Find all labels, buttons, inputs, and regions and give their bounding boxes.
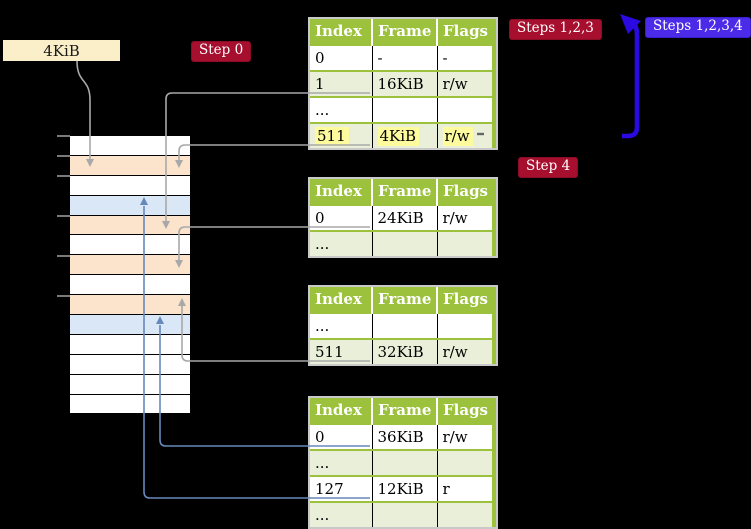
step4-badge: Step 4 <box>518 157 579 178</box>
table-cell: r/w <box>437 423 496 450</box>
table-cell: 12KiB <box>372 475 438 502</box>
memory-frame-row-orange <box>70 295 190 315</box>
table-cell <box>372 501 438 527</box>
memory-tick-marks <box>57 135 70 297</box>
table-cell: 511 <box>310 338 373 364</box>
table-cell: 16KiB <box>372 70 438 97</box>
thick-loopback-arrow <box>620 14 641 139</box>
table-cell: r/w <box>437 122 496 148</box>
column-header: Flags <box>437 179 496 205</box>
table-cell <box>372 230 438 256</box>
column-header: Frame <box>372 287 438 313</box>
table-cell: 511 <box>310 122 373 148</box>
highlighted-value: r/w <box>442 127 473 146</box>
table-cell: 127 <box>310 475 373 502</box>
table-cell: - <box>437 44 496 71</box>
table-cell: ... <box>310 230 373 256</box>
table-cell: r/w <box>437 204 496 231</box>
table-cell: 24KiB <box>372 204 438 231</box>
table-cell: 4KiB <box>372 122 438 148</box>
column-header: Index <box>310 398 373 424</box>
physical-memory-column <box>70 136 190 414</box>
steps-1234-badge: Steps 1,2,3,4 <box>645 17 751 38</box>
memory-frame-row-white <box>70 175 190 195</box>
table-cell <box>372 312 438 339</box>
table-cell: r/w <box>437 70 496 97</box>
table-cell: r <box>437 475 496 502</box>
memory-frame-row-white <box>70 275 190 295</box>
memory-frame-row-white <box>70 334 190 354</box>
table-cell: - <box>372 44 438 71</box>
table-row: ... <box>310 96 496 123</box>
step0-badge: Step 0 <box>191 41 252 62</box>
table-row: 511 4KiB r/w <box>310 122 496 148</box>
table-cell <box>372 96 438 123</box>
column-header: Flags <box>437 287 496 313</box>
column-header: Flags <box>437 19 496 45</box>
column-header: Index <box>310 19 373 45</box>
memory-frame-row-orange <box>70 255 190 275</box>
memory-frame-row-white <box>70 354 190 374</box>
memory-frame-row-white <box>70 136 190 155</box>
memory-frame-row-blue <box>70 195 190 215</box>
table-cell: ... <box>310 312 373 339</box>
column-header: Index <box>310 287 373 313</box>
page-size-label: 4KiB <box>3 40 120 61</box>
table-row: ... <box>310 449 496 476</box>
table-row: ... <box>310 230 496 256</box>
table-cell <box>437 230 496 256</box>
table-cell <box>372 449 438 476</box>
column-header: Flags <box>437 398 496 424</box>
memory-frame-row-white <box>70 394 190 414</box>
column-header: Frame <box>372 19 438 45</box>
table-cell: 0 <box>310 423 373 450</box>
table-cell <box>437 96 496 123</box>
steps-123-badge: Steps 1,2,3 <box>509 19 602 40</box>
memory-frame-row-white <box>70 374 190 394</box>
column-header: Index <box>310 179 373 205</box>
table-cell: 36KiB <box>372 423 438 450</box>
table-cell: 32KiB <box>372 338 438 364</box>
highlighted-value: 4KiB <box>377 127 420 146</box>
table-row: 0-- <box>310 44 496 71</box>
highlighted-value: 511 <box>315 127 349 146</box>
memory-frame-row-orange <box>70 215 190 235</box>
memory-frame-row-orange <box>70 155 190 175</box>
column-header: Frame <box>372 179 438 205</box>
column-header: Frame <box>372 398 438 424</box>
table-cell: ... <box>310 501 373 527</box>
table-cell <box>437 449 496 476</box>
table-cell: ... <box>310 449 373 476</box>
table-cell: r/w <box>437 338 496 364</box>
table-row: ... <box>310 501 496 527</box>
table-cell <box>437 312 496 339</box>
memory-frame-row-white <box>70 235 190 255</box>
table-row: ... <box>310 312 496 339</box>
table-cell <box>437 501 496 527</box>
memory-frame-row-blue <box>70 315 190 334</box>
table-cell: 0 <box>310 204 373 231</box>
table-cell: 1 <box>310 70 373 97</box>
table-cell: 0 <box>310 44 373 71</box>
table-cell: ... <box>310 96 373 123</box>
